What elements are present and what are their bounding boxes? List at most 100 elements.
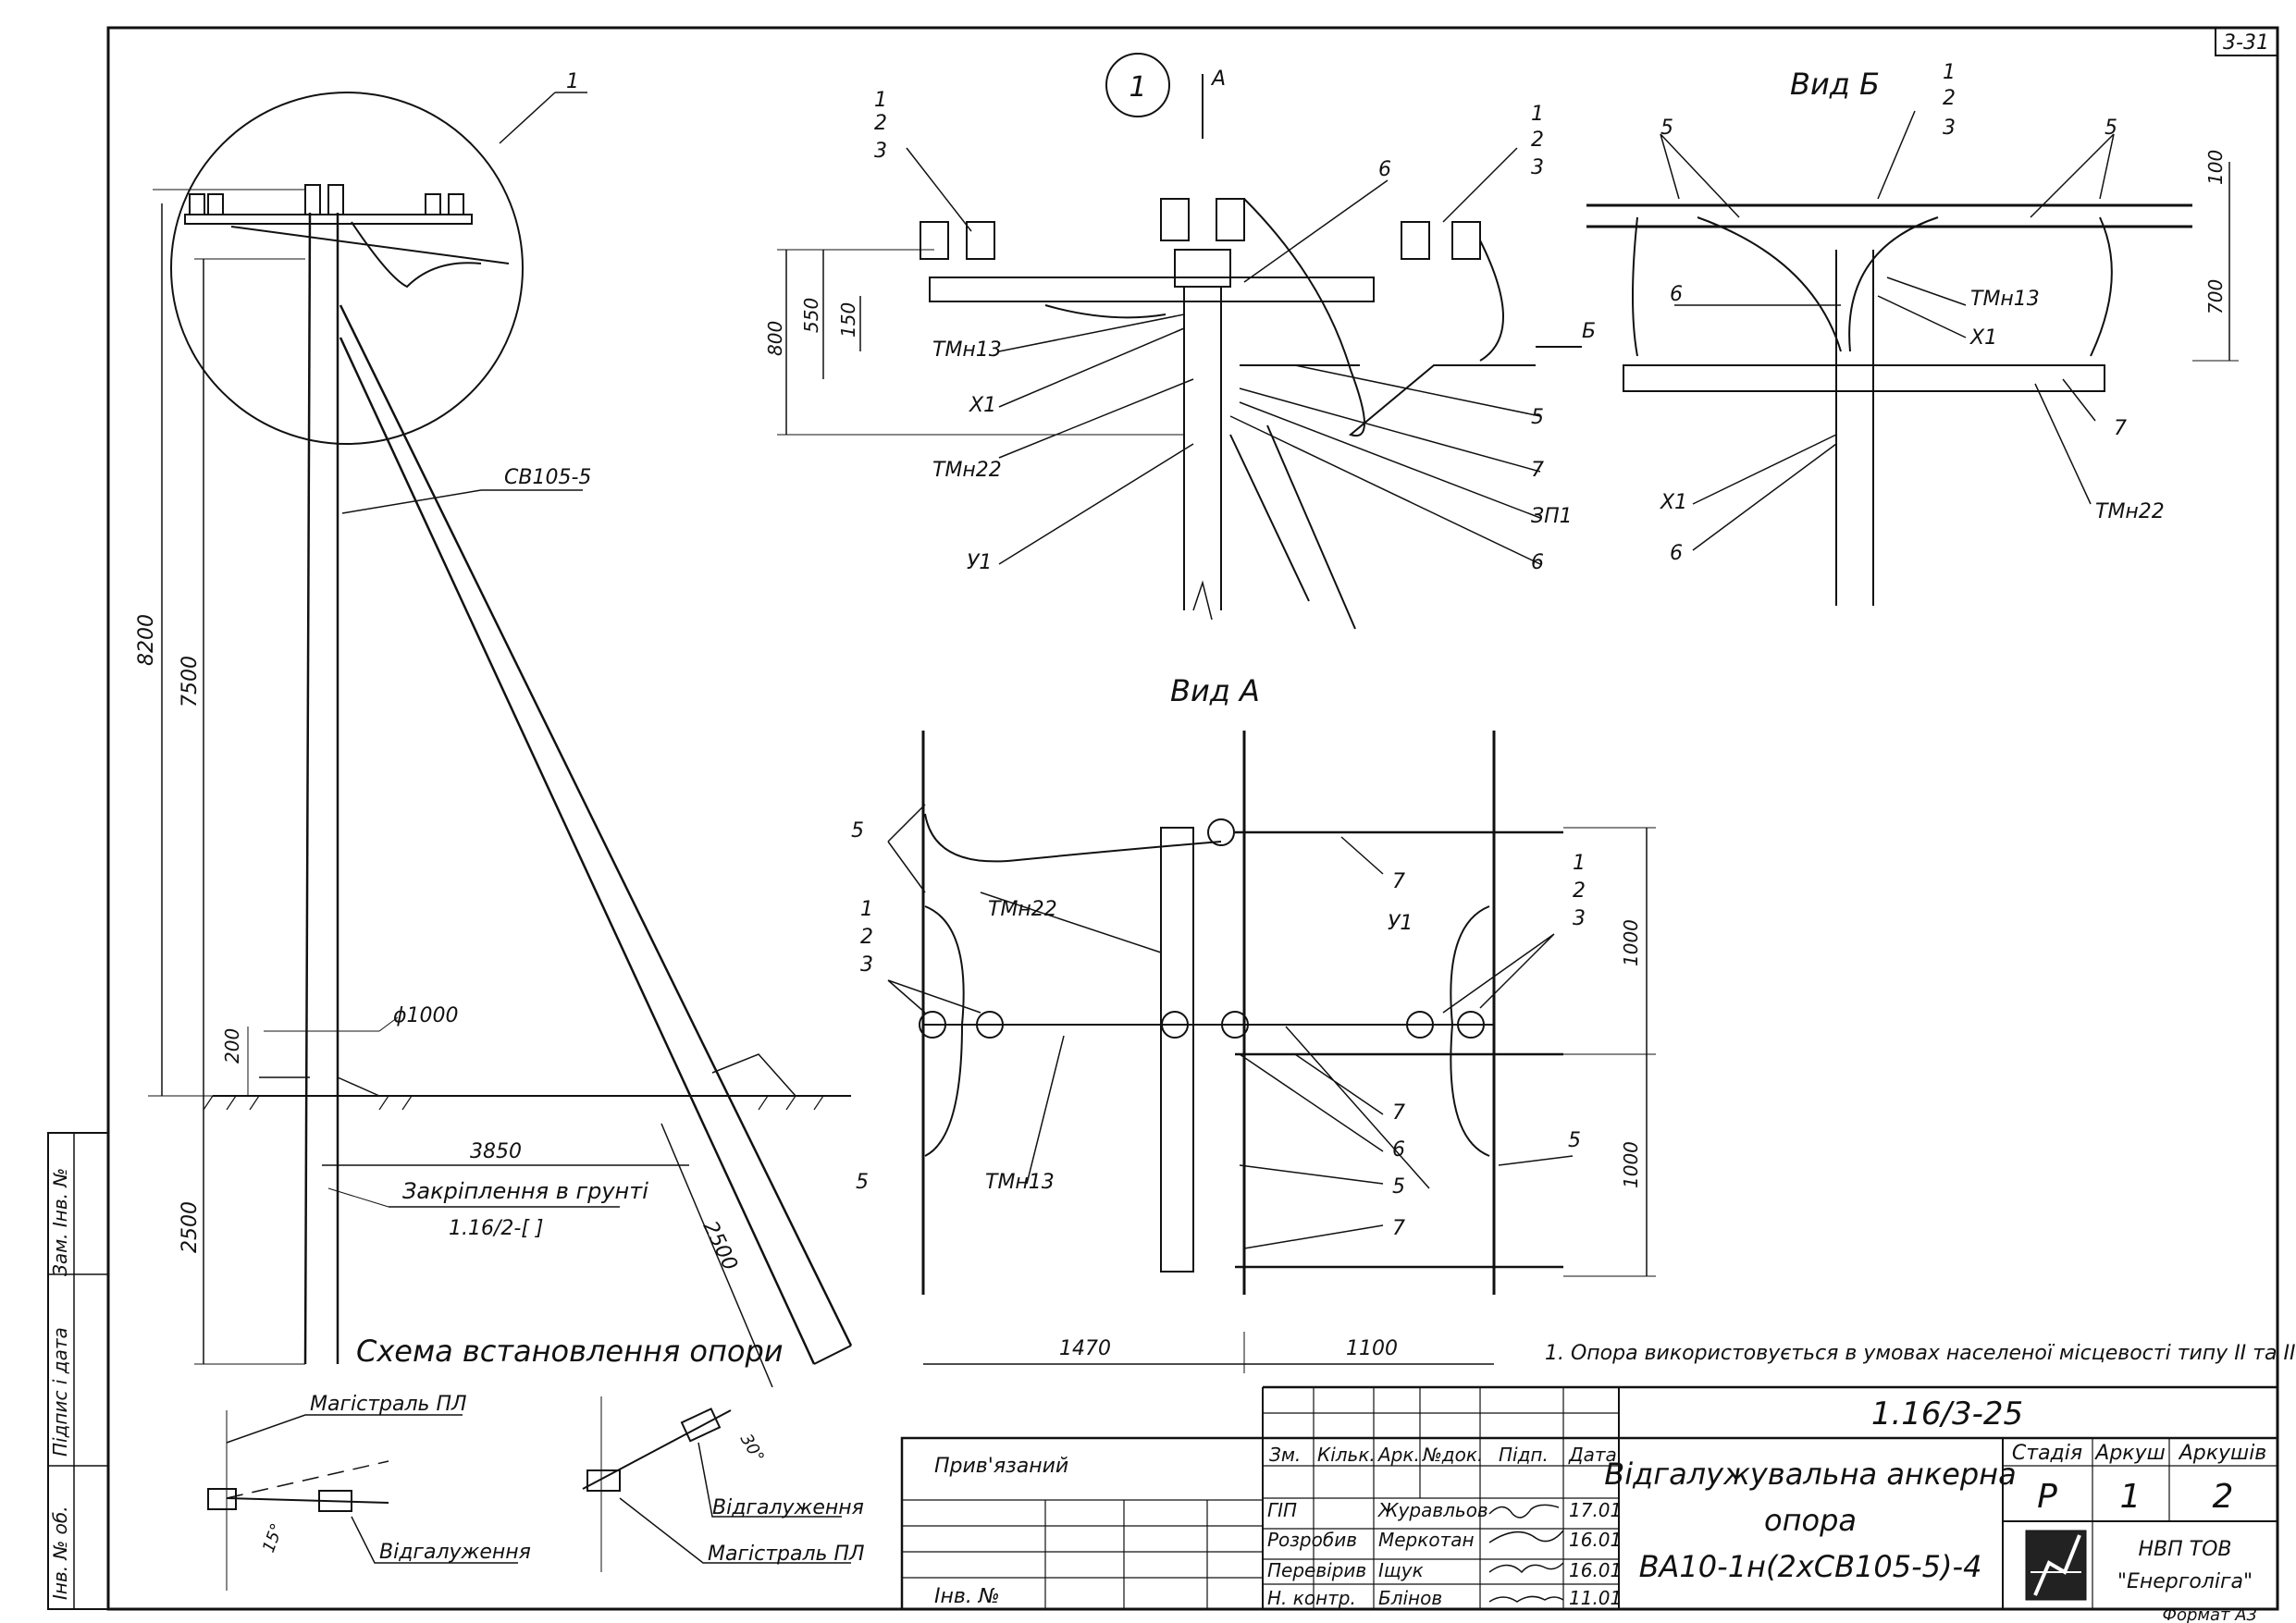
tb-header-ark: Арк.: [1376, 1444, 1420, 1466]
dim-2500-strut: 2500: [698, 1218, 742, 1274]
stamp-zam-inv: Зам. Інв. №: [49, 1168, 71, 1276]
detail-label-3a: 3: [874, 140, 887, 163]
view-b-label-x1b: Х1: [1660, 491, 1687, 514]
detail-1: 1 А 800 550 150 1: [764, 53, 1596, 630]
title-block: Прив'язаний Інв. № 1.16/3-25 Зм. Кільк. …: [900, 1385, 2279, 1611]
view-a-title: Вид А: [1170, 673, 1260, 708]
view-a-label-3a: 3: [860, 953, 873, 977]
tb-row3-name: Іщук: [1378, 1559, 1424, 1581]
view-a-label-5d: 5: [1568, 1129, 1581, 1152]
view-a-label-7a: 7: [1392, 870, 1405, 893]
tb-sheets-value: 2: [2213, 1478, 2234, 1516]
detail-label-6a: 6: [1378, 158, 1391, 181]
detail-label-7: 7: [1531, 459, 1544, 482]
tb-sheets-header: Аркушів: [2178, 1442, 2267, 1465]
view-b-label-1: 1: [1943, 61, 1956, 84]
dim-1100: 1100: [1346, 1337, 1398, 1360]
angle1-main-label: Магістраль ПЛ: [310, 1393, 467, 1416]
view-a-label-tmn13: ТМн13: [985, 1171, 1055, 1194]
dim-550: 550: [800, 298, 822, 333]
signatures: [1488, 1504, 1564, 1603]
dim-3850: 3850: [470, 1140, 522, 1163]
view-b: Вид Б 100 700 1 2 3 5 5 ТМн13 6 Х1 7 ТМн…: [1586, 61, 2239, 606]
angle2-value: 30°: [736, 1431, 768, 1466]
tb-row4-role: Н. контр.: [1267, 1587, 1356, 1609]
detail-label-u1: У1: [967, 551, 992, 574]
tb-row1-role: ГІП: [1267, 1499, 1297, 1521]
ground-fix-label: Закріплення в грунті: [402, 1178, 648, 1204]
view-b-label-6a: 6: [1670, 283, 1683, 306]
install-scheme: 1 СВ105-5 8200 7500 2: [135, 70, 853, 1388]
tb-company-line1: НВП ТОВ: [2138, 1538, 2231, 1561]
view-a: Вид А 1000 1000 1470 1100 5 1: [851, 673, 1656, 1373]
view-b-label-2: 2: [1943, 87, 1956, 110]
detail-label-6b: 6: [1531, 551, 1544, 574]
view-arrow-a: А: [1210, 68, 1226, 91]
dim-1000-bot: 1000: [1620, 1141, 1642, 1188]
dim-8200: 8200: [135, 614, 158, 666]
tb-stage-value: Р: [2037, 1478, 2057, 1516]
install-scheme-title: Схема встановлення опори: [356, 1334, 784, 1369]
view-b-label-3: 3: [1943, 117, 1956, 140]
tb-row4-date: 11.01: [1569, 1587, 1622, 1609]
tb-row3-role: Перевірив: [1267, 1559, 1366, 1581]
view-a-label-2b: 2: [1573, 879, 1586, 903]
view-b-label-6b: 6: [1670, 542, 1683, 565]
detail-label-5: 5: [1531, 406, 1544, 429]
detail-label-2a: 2: [874, 112, 887, 135]
dim-1000-top: 1000: [1620, 919, 1642, 966]
dim-800: 800: [764, 321, 786, 356]
tb-header-pidp: Підп.: [1499, 1444, 1549, 1466]
view-a-label-1b: 1: [1573, 852, 1586, 875]
angle-scheme-2: Відгалуження Магістраль ПЛ 30°: [582, 1396, 865, 1572]
view-b-title: Вид Б: [1790, 67, 1880, 102]
detail-label-1a: 1: [874, 89, 887, 112]
angle2-branch-label: Відгалуження: [712, 1496, 864, 1519]
view-a-label-7c: 7: [1392, 1217, 1405, 1240]
angle1-value: 15°: [259, 1521, 288, 1555]
tb-title-line1: Відгалужувальна анкерна: [1604, 1457, 2016, 1492]
tb-row2-role: Розробив: [1267, 1529, 1357, 1551]
stamp-signature-date: Підпис і дата: [49, 1327, 71, 1457]
dim-diameter: ϕ1000: [393, 1004, 459, 1027]
view-a-label-5a: 5: [851, 819, 864, 842]
sheet-code: 3-31: [2223, 31, 2269, 55]
view-a-label-3b: 3: [1573, 907, 1586, 930]
install-callout-1: 1: [566, 70, 579, 93]
view-a-label-2a: 2: [860, 926, 873, 949]
tb-row2-name: Меркотан: [1378, 1529, 1475, 1551]
detail-label-3b: 3: [1531, 156, 1544, 179]
tb-bound-label: Прив'язаний: [934, 1455, 1068, 1478]
detail-label-x1: Х1: [969, 394, 996, 417]
view-a-label-tmn22: ТМн22: [988, 898, 1057, 921]
tb-sheet-value: 1: [2120, 1478, 2142, 1516]
detail-number: 1: [1129, 71, 1146, 104]
view-b-label-5a: 5: [1660, 117, 1673, 140]
dim-150: 150: [837, 302, 859, 338]
pole-label: СВ105-5: [504, 466, 591, 489]
view-b-label-tmn22: ТМн22: [2095, 500, 2165, 523]
view-a-label-6: 6: [1392, 1138, 1405, 1162]
detail-label-2b: 2: [1531, 129, 1544, 152]
tb-stage-header: Стадія: [2012, 1442, 2082, 1465]
view-b-label-7: 7: [2114, 417, 2127, 440]
ground-fix-ref: 1.16/2-[ ]: [449, 1217, 544, 1240]
angle-scheme-1: Магістраль ПЛ Відгалуження 15°: [207, 1393, 531, 1591]
stamp-inv-orig: Інв. № об.: [49, 1506, 71, 1600]
view-a-label-7b: 7: [1392, 1101, 1405, 1125]
tb-header-kilk: Кільк.: [1317, 1444, 1376, 1466]
view-b-label-5b: 5: [2105, 117, 2117, 140]
tb-sheet-header: Аркуш: [2093, 1442, 2165, 1465]
tb-header-data: Дата: [1568, 1444, 1617, 1466]
view-b-label-x1a: Х1: [1969, 326, 1997, 350]
energoliga-logo-icon: [2025, 1530, 2087, 1601]
view-b-label-tmn13: ТМн13: [1970, 288, 2040, 311]
dim-7500: 7500: [179, 656, 202, 707]
angle1-branch-label: Відгалуження: [379, 1541, 531, 1564]
detail-label-tmn13: ТМн13: [932, 338, 1002, 362]
tb-title-line3: ВА10-1н(2хСВ105-5)-4: [1639, 1549, 1982, 1584]
tb-row1-name: Журавльов: [1376, 1499, 1488, 1521]
dim-700: 700: [2204, 279, 2227, 314]
detail-label-1b: 1: [1531, 103, 1544, 126]
